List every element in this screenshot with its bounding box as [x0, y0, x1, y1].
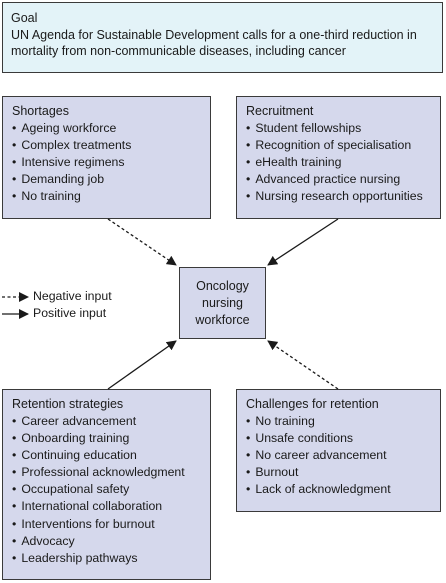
- retention-title: Retention strategies: [12, 397, 124, 411]
- shortages-box: Shortages Ageing workforce Complex treat…: [2, 96, 211, 219]
- center-line: nursing: [202, 295, 243, 310]
- recruitment-item: Student fellowships: [246, 120, 432, 137]
- shortages-item: Ageing workforce: [12, 120, 202, 137]
- challenges-item: Burnout: [246, 464, 432, 481]
- goal-text: UN Agenda for Sustainable Development ca…: [11, 28, 417, 58]
- goal-title: Goal: [11, 11, 38, 25]
- retention-item: Career advancement: [12, 413, 202, 430]
- legend-positive-label: Positive input: [33, 306, 107, 320]
- shortages-item: No training: [12, 188, 202, 205]
- shortages-negative-arrow: [107, 218, 177, 266]
- retention-item: Leadership pathways: [12, 550, 202, 567]
- retention-item: Occupational safety: [12, 481, 202, 498]
- recruitment-item: Advanced practice nursing: [246, 171, 432, 188]
- challenges-item: No training: [246, 413, 432, 430]
- center-line: Oncology: [196, 278, 249, 293]
- center-node: Oncology nursing workforce: [179, 267, 266, 339]
- recruitment-item: Recognition of specialisation: [246, 137, 432, 154]
- retention-box: Retention strategies Career advancement …: [2, 389, 211, 580]
- goal-box: Goal UN Agenda for Sustainable Developme…: [2, 2, 443, 73]
- retention-item: Professional acknowledgment: [12, 464, 202, 481]
- legend-negative-label: Negative input: [33, 289, 112, 303]
- recruitment-title: Recruitment: [246, 104, 314, 118]
- shortages-title: Shortages: [12, 104, 69, 118]
- challenges-negative-arrow: [267, 340, 339, 390]
- retention-item: Onboarding training: [12, 430, 202, 447]
- center-line: workforce: [195, 312, 250, 327]
- recruitment-item: eHealth training: [246, 154, 432, 171]
- shortages-item: Complex treatments: [12, 137, 202, 154]
- challenges-title: Challenges for retention: [246, 397, 379, 411]
- retention-item: Continuing education: [12, 447, 202, 464]
- retention-positive-arrow: [107, 340, 177, 390]
- retention-item: Advocacy: [12, 533, 202, 550]
- challenges-item: Lack of acknowledgment: [246, 481, 432, 498]
- shortages-item: Demanding job: [12, 171, 202, 188]
- challenges-item: No career advancement: [246, 447, 432, 464]
- challenges-item: Unsafe conditions: [246, 430, 432, 447]
- recruitment-item: Nursing research opportunities: [246, 188, 432, 205]
- challenges-box: Challenges for retention No training Uns…: [236, 389, 441, 512]
- recruitment-box: Recruitment Student fellowships Recognit…: [236, 96, 441, 219]
- retention-item: International collaboration: [12, 498, 202, 515]
- recruitment-positive-arrow: [267, 218, 339, 266]
- shortages-item: Intensive regimens: [12, 154, 202, 171]
- retention-item: Interventions for burnout: [12, 516, 202, 533]
